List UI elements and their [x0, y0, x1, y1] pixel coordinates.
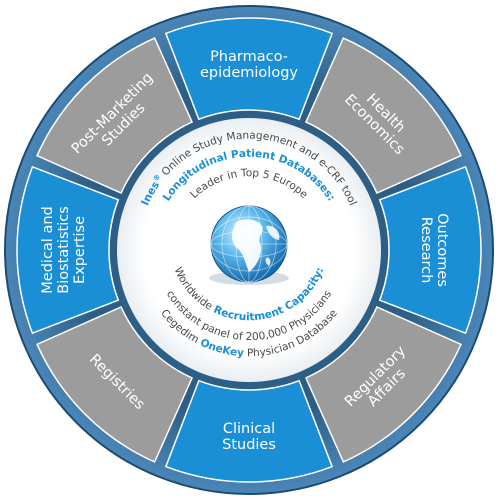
segment-5	[36, 305, 194, 463]
segment-3	[304, 305, 462, 463]
segments-group: HealthEconomicsOutcomesResearchRegulator…	[16, 17, 482, 483]
segment-2	[378, 165, 482, 335]
outer-ring-edge	[4, 5, 494, 495]
segment-4	[164, 379, 334, 483]
segment-8	[164, 17, 334, 121]
segment-1	[304, 37, 462, 195]
segment-6	[16, 165, 120, 335]
segment-label-6: Medical andBiostatisticsExpertise	[40, 206, 88, 293]
globe-icon	[209, 205, 289, 285]
segment-label-8: Pharmaco-epidemiology	[200, 49, 298, 81]
segment-7	[36, 37, 194, 195]
segment-label-2: OutcomesResearch	[418, 213, 450, 287]
